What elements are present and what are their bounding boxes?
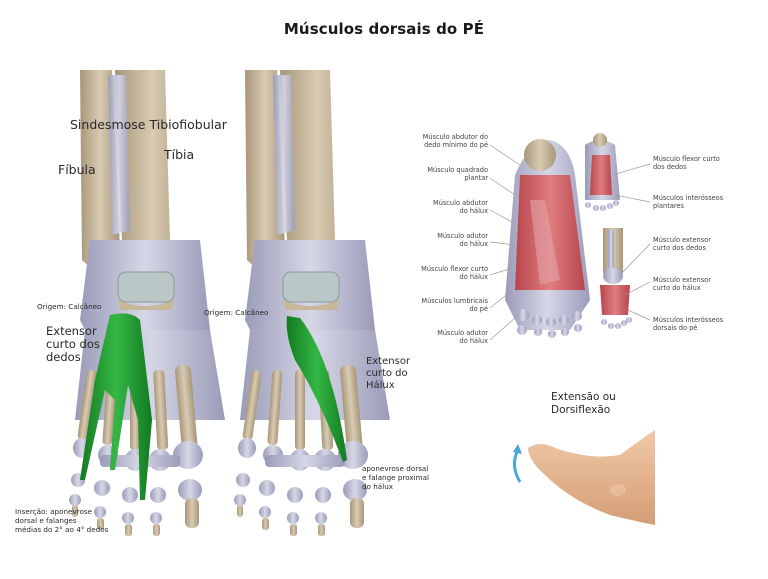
label-extensor-hallucis-brevis: Extensor curto do Hálux [366,356,411,391]
label-lumbricals: Músculos lumbricais do pé [421,297,488,314]
extensor-hallucis-brevis-muscle [286,316,347,462]
label-extensor-digitorum-brevis: Extensor curto dos dedos [46,324,100,364]
middle-foot-illustration [233,69,391,537]
label-flexor-hallucis-brevis: Músculo flexor curto do hálux [421,265,488,282]
label-abductor-hallucis: Músculo abdutor do hálux [433,199,488,216]
dorsiflexion-foot-illustration [513,430,655,525]
page-title: Músculos dorsais do PÉ [283,20,485,38]
label-origin-left: Origem: Calcâneo [37,302,102,311]
label-origin-middle: Origem: Calcâneo [204,308,269,317]
label-quadratus-plantae: Músculo quadrado plantar [427,166,488,183]
label-extensor-digitorum-brevis-small: Músculo extensor curto dos dedos [653,236,711,253]
left-foot-illustration [68,69,226,537]
label-extensor-hallucis-brevis-small: Músculo extensor curto do hálux [653,276,711,293]
label-dorsal-interossei: Músculos interósseos dorsais do pé [653,316,724,333]
label-tibia: Tíbia [164,147,195,162]
label-adductor-hallucis-1: Músculo adutor do hálux [437,232,488,249]
leader-lines [489,144,651,341]
dorsal-interossei-illustration [600,228,632,329]
extensor-digitorum-brevis-muscle [80,313,152,500]
label-adductor-hallucis-2: Músculo adutor do hálux [437,329,488,346]
label-fibula: Fíbula [58,162,96,177]
plantar-interossei-illustration [585,133,620,211]
label-insertion-middle: aponevrose dorsal e falange proximal do … [362,464,430,491]
label-flexor-digitorum-brevis: Músculo flexor curto dos dedos [653,155,720,172]
label-syndesmosis: Sindesmose Tibiofiobular [70,117,227,132]
label-insertion-left: Inserção: aponevrose dorsal e falanges m… [15,507,109,534]
label-abductor-digiti-minimi: Músculo abdutor do dedo mínimo do pé [422,133,488,150]
label-plantar-interossei: Músculos interósseos plantares [653,194,724,211]
label-dorsiflexion: Extensão ou Dorsiflexão [551,391,616,416]
plantar-foot-illustration [505,139,590,338]
